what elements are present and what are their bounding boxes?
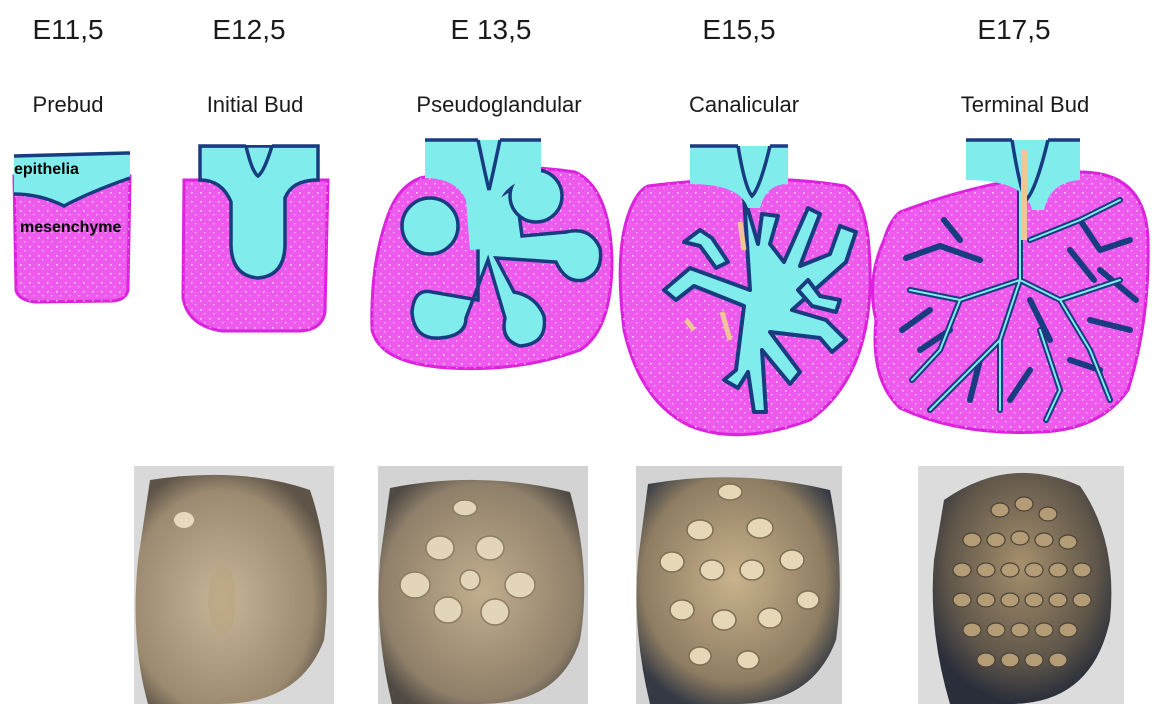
pseudoglandular-diagram (372, 140, 612, 369)
photo-e17 (918, 466, 1124, 704)
photo-e12 (134, 466, 334, 704)
canalicular-diagram (620, 146, 870, 435)
photo-e15 (636, 466, 842, 704)
initial-bud-diagram (183, 140, 328, 331)
photo-e13 (378, 466, 588, 704)
terminal-bud-diagram (872, 140, 1148, 433)
label-epithelia: epithelia (14, 161, 79, 179)
label-mesenchyme: mesenchyme (20, 219, 121, 237)
